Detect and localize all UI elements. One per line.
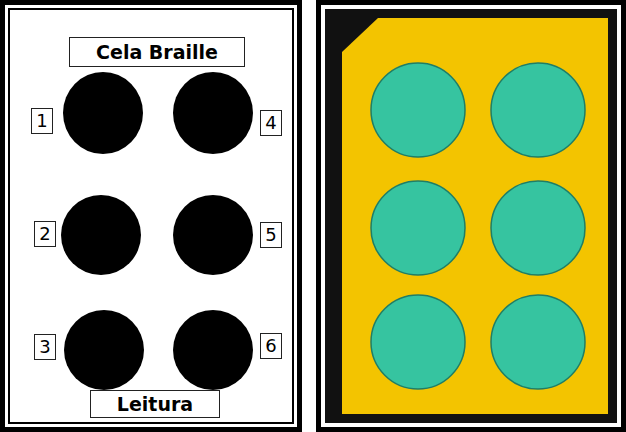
callout-number: 1 bbox=[36, 112, 47, 130]
heading-text: Leitura bbox=[117, 395, 193, 414]
callout-box: 6 bbox=[260, 333, 282, 359]
tactile-dot bbox=[491, 295, 585, 389]
callout-box: 1 bbox=[31, 108, 53, 134]
braille-card bbox=[342, 18, 608, 414]
callout-number: 2 bbox=[39, 225, 50, 243]
callout-number: 3 bbox=[39, 338, 50, 356]
braille-dot bbox=[61, 195, 141, 275]
frame-gap bbox=[321, 5, 621, 427]
callout-box: 3 bbox=[34, 334, 56, 360]
tactile-dot bbox=[491, 181, 585, 275]
frame bbox=[0, 0, 302, 432]
frame-gap bbox=[5, 5, 297, 427]
heading-text: Cela Braille bbox=[96, 43, 218, 62]
tactile-dot bbox=[371, 295, 465, 389]
tactile-dot bbox=[491, 63, 585, 157]
callout-number: 5 bbox=[265, 226, 276, 244]
tactile-dot bbox=[371, 63, 465, 157]
title-box: Cela Braille bbox=[69, 37, 245, 67]
tactile-dot bbox=[371, 181, 465, 275]
braille-dot bbox=[173, 195, 253, 275]
callout-box: 2 bbox=[34, 221, 56, 247]
braille-dot bbox=[173, 72, 253, 154]
callout-number: 6 bbox=[265, 337, 276, 355]
frame-inner bbox=[9, 9, 293, 423]
callout-number: 4 bbox=[265, 114, 276, 132]
braille-dot bbox=[64, 310, 144, 390]
reading-box: Leitura bbox=[90, 390, 220, 418]
callout-box: 5 bbox=[260, 222, 282, 248]
frame-inner bbox=[325, 9, 617, 423]
callout-box: 4 bbox=[260, 110, 282, 136]
braille-dot bbox=[173, 310, 253, 390]
braille-dot bbox=[63, 72, 143, 154]
frame bbox=[316, 0, 626, 432]
